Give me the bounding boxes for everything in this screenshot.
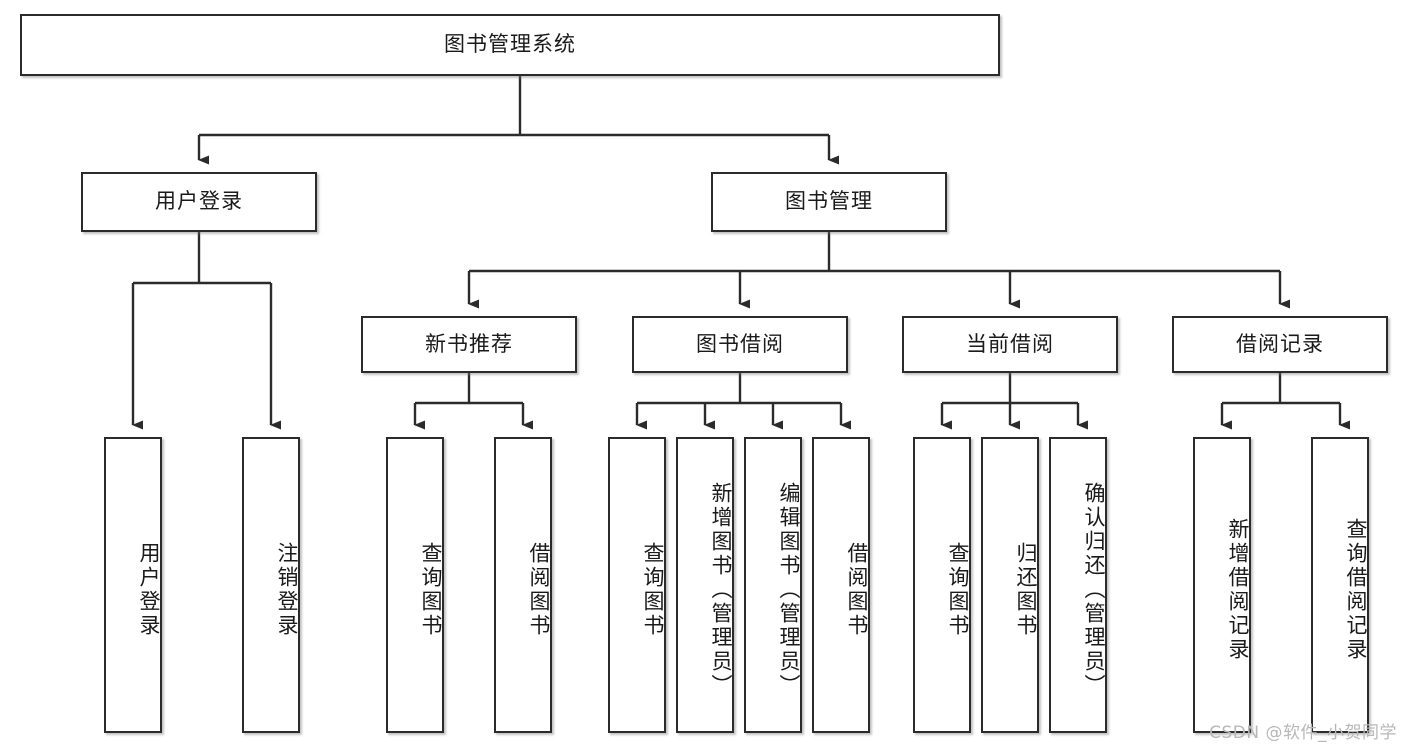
- node-root-book-management-system[interactable]: 图书管理系统: [20, 14, 1000, 76]
- node-borrowing-record[interactable]: 借阅记录: [1172, 316, 1388, 373]
- node-label: 用户登录: [155, 189, 243, 214]
- node-label: 图书借阅: [696, 331, 784, 356]
- leaf-borrow-record-query[interactable]: 查询借阅记录: [1311, 437, 1369, 733]
- node-current-borrowing[interactable]: 当前借阅: [902, 316, 1118, 373]
- csdn-watermark: CSDN @软件_小贺同学: [1209, 723, 1397, 743]
- node-label: 注销登录: [275, 542, 299, 638]
- node-book-management[interactable]: 图书管理: [711, 172, 947, 232]
- node-label: 归还图书: [1014, 542, 1038, 638]
- node-label: 查询图书: [641, 542, 665, 638]
- node-label: 新书推荐: [425, 331, 513, 356]
- leaf-current-borrow-query[interactable]: 查询图书: [913, 437, 971, 733]
- leaf-new-book-borrow[interactable]: 借阅图书: [494, 437, 552, 733]
- node-label: 新增借阅记录: [1226, 518, 1250, 662]
- node-label: 借阅图书: [527, 542, 551, 638]
- node-label: 图书管理: [785, 189, 873, 214]
- node-label: 查询借阅记录: [1344, 518, 1368, 662]
- leaf-book-borrow-add[interactable]: 新增图书（管理员）: [676, 437, 734, 733]
- node-label: 查询图书: [419, 542, 443, 638]
- node-new-book-recommendation[interactable]: 新书推荐: [361, 316, 577, 373]
- node-label: 图书管理系统: [444, 32, 576, 57]
- node-user-login[interactable]: 用户登录: [81, 172, 317, 232]
- leaf-user-login-logout[interactable]: 注销登录: [242, 437, 300, 733]
- node-label: 编辑图书（管理员）: [777, 482, 801, 698]
- node-label: 借阅图书: [845, 542, 869, 638]
- leaf-book-borrow-edit[interactable]: 编辑图书（管理员）: [744, 437, 802, 733]
- node-label: 借阅记录: [1236, 331, 1324, 356]
- leaf-new-book-query[interactable]: 查询图书: [386, 437, 444, 733]
- node-label: 用户登录: [137, 542, 161, 638]
- leaf-current-borrow-confirm-return[interactable]: 确认归还（管理员）: [1049, 437, 1107, 733]
- leaf-book-borrow-query[interactable]: 查询图书: [608, 437, 666, 733]
- node-label: 当前借阅: [966, 331, 1054, 356]
- leaf-user-login-login[interactable]: 用户登录: [104, 437, 162, 733]
- node-label: 新增图书（管理员）: [709, 482, 733, 698]
- leaf-book-borrow-borrow[interactable]: 借阅图书: [812, 437, 870, 733]
- leaf-borrow-record-add[interactable]: 新增借阅记录: [1193, 437, 1251, 733]
- node-book-borrowing[interactable]: 图书借阅: [632, 316, 848, 373]
- node-label: 确认归还（管理员）: [1082, 482, 1106, 698]
- leaf-current-borrow-return[interactable]: 归还图书: [981, 437, 1039, 733]
- node-label: 查询图书: [946, 542, 970, 638]
